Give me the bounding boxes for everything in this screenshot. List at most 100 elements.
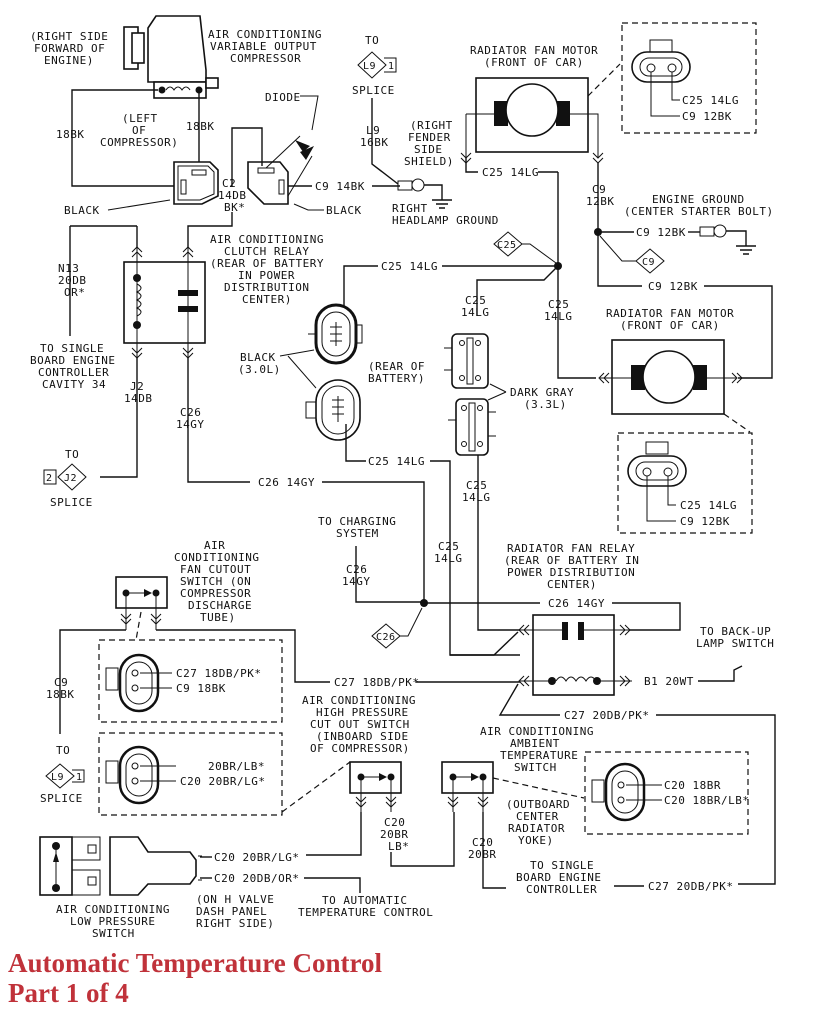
engine-ground-label: ENGINE GROUND (CENTER STARTER BOLT) xyxy=(624,193,773,218)
splice-j2: 2 J2 xyxy=(43,463,87,491)
svg-text:C25 14LG: C25 14LG xyxy=(680,499,737,512)
splice-c9-marker: C9 xyxy=(599,235,665,274)
black-pointer-1 xyxy=(107,199,171,211)
wire-c25-top-motor-left xyxy=(465,158,478,173)
svg-text:LB*: LB* xyxy=(388,840,409,853)
svg-text:SWITCH: SWITCH xyxy=(514,761,557,774)
svg-text:16BK: 16BK xyxy=(360,136,389,149)
svg-text:C26: C26 xyxy=(376,632,396,643)
svg-text:YOKE): YOKE) xyxy=(518,834,554,847)
svg-text:OF COMPRESSOR): OF COMPRESSOR) xyxy=(310,742,410,755)
radiator-fan-motor-top-label: RADIATOR FAN MOTOR (FRONT OF CAR) xyxy=(470,44,598,69)
svg-text:J2: J2 xyxy=(130,380,144,393)
svg-text:1: 1 xyxy=(388,61,395,72)
dark-gray-pointer xyxy=(487,383,507,401)
wire-c25-vertical xyxy=(557,266,596,379)
black-3-0l-pointer xyxy=(279,349,317,389)
svg-text:1: 1 xyxy=(76,772,83,783)
splice-l9-top-label: SPLICE xyxy=(352,84,395,97)
svg-text:C25: C25 xyxy=(548,298,569,311)
ambient-temp-switch-label: AIR CONDITIONING AMBIENT TEMPERATURE SWI… xyxy=(480,725,594,774)
diode-label: DIODE xyxy=(265,91,301,104)
radiator-fan-motor-mid-label: RADIATOR FAN MOTOR (FRONT OF CAR) xyxy=(606,307,734,332)
wire-b1 xyxy=(698,665,743,682)
svg-text:J2: J2 xyxy=(64,473,77,484)
svg-text:CENTER): CENTER) xyxy=(242,293,292,306)
diode-icon xyxy=(295,140,314,160)
svg-text:C20: C20 xyxy=(384,816,405,829)
high-pressure-switch-label: AIR CONDITIONING HIGH PRESSURE CUT OUT S… xyxy=(302,694,416,755)
splice-l9-bottom: L9 1 xyxy=(45,763,85,789)
wire-label-c26-horizontal: C26 14GY xyxy=(258,476,315,489)
svg-text:AIR CONDITIONING: AIR CONDITIONING xyxy=(480,725,594,738)
svg-text:DARK GRAY: DARK GRAY xyxy=(510,386,574,399)
svg-text:AMBIENT: AMBIENT xyxy=(510,737,560,750)
svg-text:14LG: 14LG xyxy=(434,552,463,565)
svg-text:SWITCH: SWITCH xyxy=(92,927,135,940)
wire-label-c25-dg-top: C25 14LG xyxy=(461,294,490,319)
ambient-temp-switch xyxy=(441,761,494,812)
wire-label-c20-lg: C20 20BR/LG* xyxy=(214,851,299,864)
wire-label-c26-relay-top: C26 14GY xyxy=(548,597,605,610)
svg-text:OR*: OR* xyxy=(64,286,85,299)
compressor-connector xyxy=(173,161,219,205)
svg-text:L9: L9 xyxy=(51,772,64,783)
svg-text:14LG: 14LG xyxy=(462,491,491,504)
svg-text:14DB: 14DB xyxy=(218,189,247,202)
svg-text:AIR: AIR xyxy=(204,539,225,552)
svg-text:CONTROLLER: CONTROLLER xyxy=(38,366,109,379)
svg-text:L9: L9 xyxy=(366,124,380,137)
wire-c9-motor xyxy=(597,232,642,287)
svg-text:C25 14LG: C25 14LG xyxy=(682,94,739,107)
wire-c2-down xyxy=(187,212,233,248)
svg-text:TO CHARGING: TO CHARGING xyxy=(318,515,396,528)
svg-text:COMPRESSOR): COMPRESSOR) xyxy=(100,136,178,149)
black-label-1: BLACK xyxy=(64,204,100,217)
svg-text:HEADLAMP GROUND: HEADLAMP GROUND xyxy=(392,214,499,227)
wire-label-c27-20-top: C27 20DB/PK* xyxy=(564,709,649,722)
diagram-title: Automatic Temperature Control Part 1 of … xyxy=(8,948,382,1008)
svg-text:AIR CONDITIONING: AIR CONDITIONING xyxy=(302,694,416,707)
radiator-fan-relay xyxy=(518,614,632,696)
high-pressure-switch xyxy=(349,761,402,812)
svg-text:14LG: 14LG xyxy=(461,306,490,319)
diode-pointer xyxy=(300,95,319,131)
clutch-relay-label: AIR CONDITIONING CLUTCH RELAY (REAR OF B… xyxy=(210,233,324,306)
svg-text:VARIABLE OUTPUT: VARIABLE OUTPUT xyxy=(210,40,317,53)
svg-text:14GY: 14GY xyxy=(342,575,371,588)
svg-text:18BK: 18BK xyxy=(46,688,75,701)
svg-text:OF: OF xyxy=(132,124,146,137)
svg-text:RADIATOR FAN MOTOR: RADIATOR FAN MOTOR xyxy=(606,307,734,320)
svg-text:C27 18DB/PK*: C27 18DB/PK* xyxy=(176,667,261,680)
fan-cutout-switch-label: AIR CONDITIONING FAN CUTOUT SWITCH (ON C… xyxy=(174,539,259,624)
svg-text:IN POWER: IN POWER xyxy=(238,269,295,282)
wire-c25-relay-diag xyxy=(450,631,519,656)
wire-label-c9-ground: C9 12BK xyxy=(636,226,686,239)
engine-ground-terminal xyxy=(688,224,747,246)
wire-c20-hp-to-amb xyxy=(390,812,455,867)
svg-text:(RIGHT SIDE: (RIGHT SIDE xyxy=(30,30,108,43)
svg-text:(REAR OF BATTERY: (REAR OF BATTERY xyxy=(210,257,324,270)
svg-text:12BK: 12BK xyxy=(586,195,615,208)
wire-label-c9-18bk: C9 18BK xyxy=(46,676,75,701)
high-pressure-inset-pointer xyxy=(281,761,351,813)
wire-c26-relay xyxy=(187,358,250,483)
svg-text:DISCHARGE: DISCHARGE xyxy=(188,599,252,612)
svg-text:TEMPERATURE CONTROL: TEMPERATURE CONTROL xyxy=(298,906,433,919)
svg-text:COMPRESSOR: COMPRESSOR xyxy=(230,52,301,65)
svg-text:RADIATOR FAN RELAY: RADIATOR FAN RELAY xyxy=(507,542,635,555)
svg-text:BOARD ENGINE: BOARD ENGINE xyxy=(516,871,601,884)
wire-label-c25-black-bottom: C25 14LG xyxy=(368,455,425,468)
svg-text:TO BACK-UP: TO BACK-UP xyxy=(700,625,771,638)
wire-c27-20-top xyxy=(498,683,776,885)
svg-text:C26: C26 xyxy=(346,563,367,576)
radiator-fan-motor-top xyxy=(460,77,604,164)
connector-inset-fan-motor-mid: C25 14LG C9 12BK xyxy=(617,432,753,534)
radiator-fan-motor-mid xyxy=(598,339,743,415)
wire-c25-dg xyxy=(476,265,559,316)
wire-c25-black-bottom xyxy=(345,424,366,462)
svg-text:20DB: 20DB xyxy=(58,274,87,287)
svg-text:CAVITY 34: CAVITY 34 xyxy=(42,378,106,391)
svg-text:C9 12BK: C9 12BK xyxy=(682,110,732,123)
svg-text:ENGINE GROUND: ENGINE GROUND xyxy=(652,193,745,206)
